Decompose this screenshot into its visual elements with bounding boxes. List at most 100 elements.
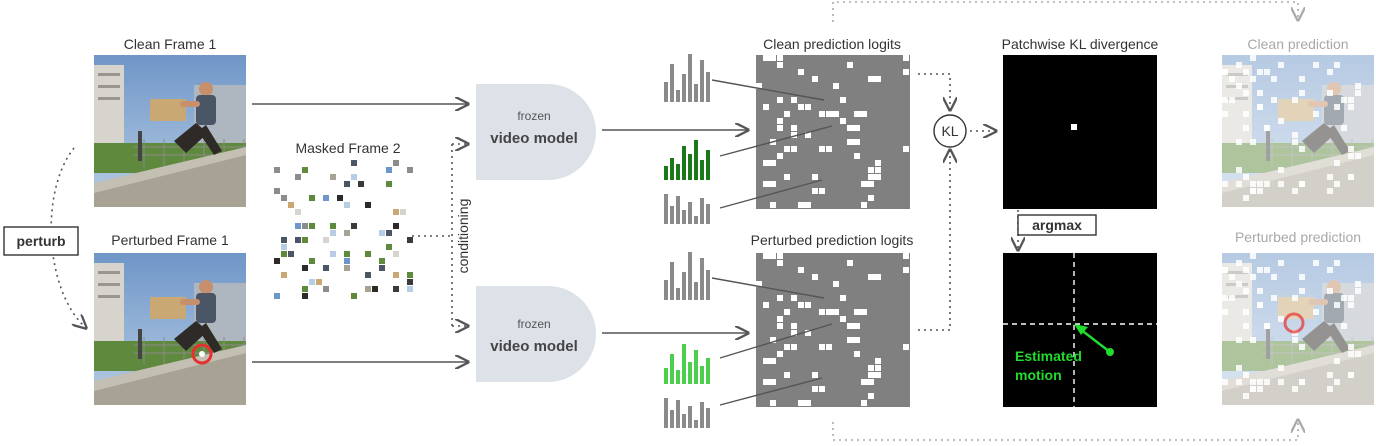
logit-patch [777,253,783,259]
prediction-patch [1299,90,1305,96]
bottom-histogram-grey-2 [664,398,710,428]
prediction-patch [1355,288,1361,294]
histogram-bar [688,202,692,224]
prediction-patch [1334,181,1340,187]
logit-patch [777,153,783,159]
logit-patch [777,316,783,322]
logit-patch [861,400,867,406]
histogram-bar [664,368,668,384]
prediction-patch [1313,62,1319,68]
perturbed-frame-title: Perturbed Frame 1 [111,232,229,248]
masked-patch [358,181,364,187]
logit-patch [784,344,790,350]
logit-patch [826,309,839,315]
logit-patch [812,274,818,280]
prediction-perturbation-circle-icon [1283,312,1305,334]
kl-peak [1071,124,1077,130]
histogram-bar [670,354,674,384]
logit-patch [861,202,867,208]
masked-patch [365,251,371,257]
bottom-histogram-grey-1 [664,252,710,300]
prediction-patch [1327,386,1333,392]
bottom-model-name: video model [490,338,578,355]
histogram-bar [676,90,680,102]
kl-map-title: Patchwise KL divergence [1002,36,1159,52]
clean-frame-title: Clean Frame 1 [124,36,217,52]
masked-patch [372,286,378,292]
prediction-patch [1348,372,1354,378]
histogram-bar [700,198,704,224]
prediction-patch [1250,337,1256,343]
logit-patch [875,358,881,364]
histogram-bar [664,194,668,224]
masked-patch [330,251,336,257]
perturb-box: perturb [3,226,79,256]
masked-patch [351,293,357,299]
masked-patch [344,181,350,187]
prediction-patch [1243,174,1249,180]
bottom-video-model: frozen video model [476,286,596,382]
prediction-patch [1257,288,1263,294]
prediction-patch [1236,365,1242,371]
masked-patch [323,237,329,243]
top-model-frozen: frozen [517,109,550,123]
logit-patch [812,372,818,378]
prediction-patch [1243,288,1249,294]
histogram-bar [706,408,710,428]
masked-patch [344,202,350,208]
logit-patch [868,195,874,201]
prediction-patch [1250,379,1256,385]
logit-patch [868,76,881,82]
prediction-patch [1299,344,1305,350]
logit-patch [847,62,853,68]
logit-patch [903,267,909,273]
prediction-patch [1236,260,1242,266]
prediction-patch [1271,295,1277,301]
masked-patch [393,209,399,215]
logit-patch [777,295,783,301]
logit-patch [875,160,881,166]
logit-patch [784,111,790,117]
prediction-patch [1327,90,1333,96]
prediction-patch [1292,139,1298,145]
perturbed-logits-patches [756,253,909,406]
top-model-name: video model [490,130,578,147]
prediction-patch [1348,174,1354,180]
logit-patch [868,174,881,180]
masked-patch [302,223,308,229]
masked-patch [281,251,287,257]
histogram-bar [694,140,698,180]
prediction-patch [1292,188,1298,194]
masked-patch [295,209,301,215]
masked-patch [407,237,413,243]
histogram-bar [664,398,668,428]
logit-patch [784,372,790,378]
prediction-patch [1313,111,1319,117]
prediction-patch [1348,97,1354,103]
masked-patch [379,230,385,236]
logit-patch [798,104,804,110]
masked-patch [309,223,315,229]
masked-patch [344,251,350,257]
logit-patch [819,188,825,194]
masked-patch [295,223,301,229]
prediction-patch [1243,323,1249,329]
logit-patch [847,337,860,343]
masked-patch [330,230,336,236]
prediction-patch [1229,97,1235,103]
kl-label: KL [941,123,958,139]
prediction-patch [1243,125,1249,131]
prediction-patch [1257,104,1263,110]
prediction-patch [1222,295,1228,301]
prediction-patch [1243,267,1249,273]
masked-patch [316,279,322,285]
histogram-bar [688,362,692,384]
top-feedback-arrow [832,1,1298,22]
prediction-patch [1348,153,1354,159]
prediction-patch [1292,337,1298,343]
logit-patch [791,97,797,103]
histogram-bar [676,288,680,300]
logit-patch [756,281,762,287]
perturbed-prediction-title: Perturbed prediction [1235,229,1361,245]
masked-patch [309,195,315,201]
